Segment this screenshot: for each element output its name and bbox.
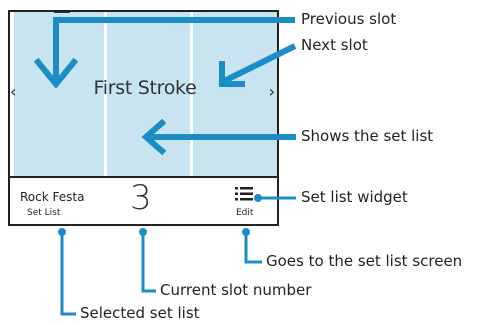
previous-slot-line <box>53 17 295 80</box>
current-slot-number: 3 <box>130 178 152 218</box>
list-edit-icon[interactable] <box>235 186 253 202</box>
callout-next-slot: Next slot <box>301 36 368 54</box>
callout-previous-slot: Previous slot <box>301 10 397 28</box>
callout-selected-set-list: Selected set list <box>80 304 200 322</box>
next-slot-arrowhead <box>219 61 245 87</box>
setlist-name: Rock Festa <box>20 190 85 204</box>
callout-shows-set-list: Shows the set list <box>301 127 434 145</box>
goes-to-screen-line <box>244 232 262 264</box>
edit-label[interactable]: Edit <box>236 208 254 218</box>
setlist-label: Set List <box>27 208 61 218</box>
next-slot-line <box>220 43 297 85</box>
slot-name: First Stroke <box>93 77 197 99</box>
previous-slot-arrowhead <box>33 57 79 89</box>
selected-set-list-line <box>60 232 76 316</box>
current-slot-line <box>141 232 156 293</box>
callout-set-list-widget: Set list widget <box>301 188 408 206</box>
device-screen: ‹ › First Stroke Rock Festa Set List 3 E… <box>8 10 279 226</box>
callout-current-slot-number: Current slot number <box>160 281 312 299</box>
next-slot-panel[interactable] <box>193 12 277 176</box>
chevron-left-icon[interactable]: ‹ <box>10 82 17 101</box>
current-slot-panel[interactable] <box>107 12 190 176</box>
set-list-widget[interactable]: Rock Festa Set List 3 Edit <box>10 176 277 224</box>
callout-goes-to-set-list-screen: Goes to the set list screen <box>266 252 463 270</box>
chevron-right-icon[interactable]: › <box>268 82 275 101</box>
page-indicator-tick <box>54 12 70 13</box>
shows-set-list-arrowhead <box>141 118 167 156</box>
